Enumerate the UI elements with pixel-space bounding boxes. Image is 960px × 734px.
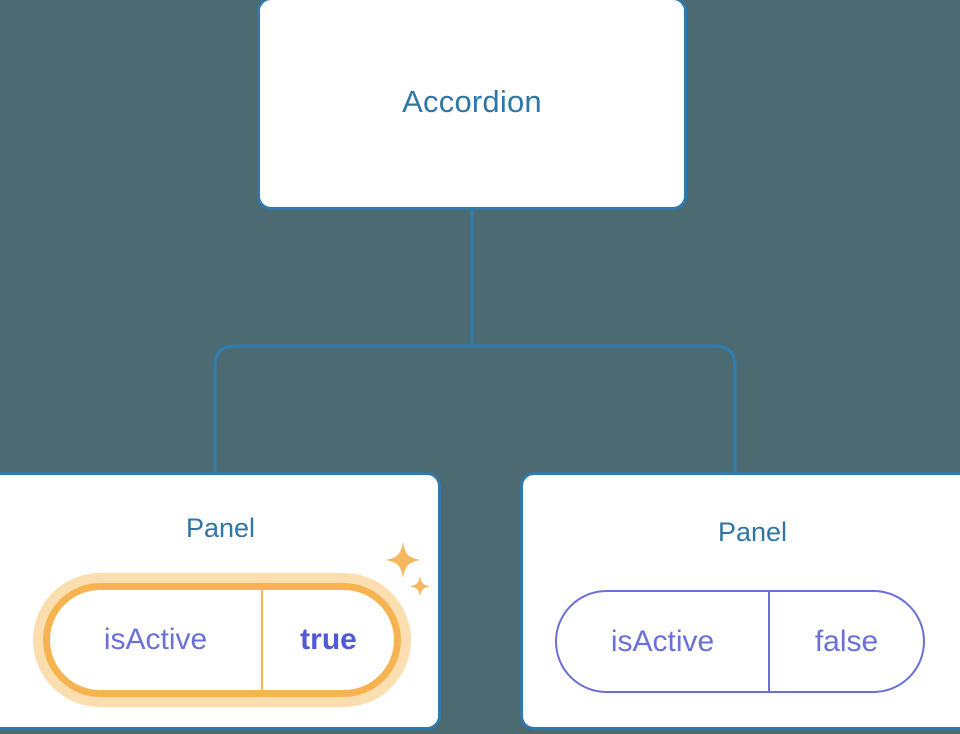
node-panel-active-title: Panel <box>185 513 256 543</box>
prop-key-isactive-left: isActive <box>50 590 263 690</box>
node-panel-inactive-title: Panel <box>717 517 788 547</box>
prop-pill-active-wrapper[interactable]: isActive true <box>33 573 411 707</box>
node-accordion-title: Accordion <box>402 84 542 119</box>
prop-pill-inactive[interactable]: isActive false <box>555 590 925 693</box>
prop-pill-active[interactable]: isActive true <box>43 583 401 697</box>
node-accordion[interactable]: Accordion <box>257 0 687 210</box>
prop-key-isactive-right: isActive <box>557 592 770 691</box>
prop-pill-glow-ring <box>33 573 411 707</box>
prop-value-false: false <box>814 624 879 658</box>
edge-branch-bus <box>213 344 737 472</box>
prop-value-true: true <box>300 623 357 656</box>
